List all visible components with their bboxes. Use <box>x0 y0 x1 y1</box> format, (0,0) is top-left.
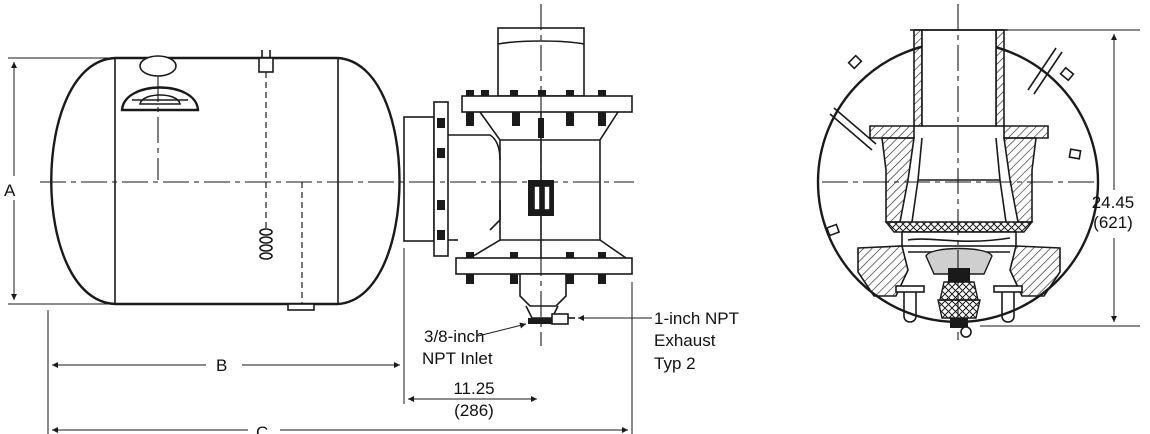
drain-fitting-icon <box>287 303 315 311</box>
flange-offset-value: 11.25 <box>453 379 494 398</box>
tank-side-view <box>50 50 401 311</box>
flange-offset-metric: (286) <box>454 401 494 420</box>
valve-section-view <box>816 29 1100 338</box>
exhaust-callout-line3: Typ 2 <box>654 354 696 373</box>
inlet-callout: 3/8-inch NPT Inlet <box>422 322 527 368</box>
dimension-b-label: B <box>216 356 227 375</box>
dimension-c-label: C <box>256 423 268 434</box>
tank-top-fitting-icon <box>258 50 274 73</box>
dimension-flange-offset: 11.25 (286) <box>408 379 537 420</box>
exhaust-callout-line2: Exhaust <box>654 331 716 350</box>
dimension-a-label: A <box>4 181 16 200</box>
sight-gauge-icon <box>259 228 273 260</box>
exhaust-callout-line1: 1-inch NPT <box>654 309 739 328</box>
inlet-callout-line1: 3/8-inch <box>424 327 484 346</box>
inlet-callout-line2: NPT Inlet <box>422 349 493 368</box>
valve-side-view <box>403 27 633 325</box>
lifting-lug-icon <box>120 55 200 112</box>
dimension-b: B <box>47 248 405 434</box>
dimension-height: 24.45 (621) <box>980 29 1140 327</box>
dimension-c: C <box>52 282 633 434</box>
height-metric: (621) <box>1093 213 1133 232</box>
dimension-a: A <box>4 57 112 305</box>
exhaust-callout: 1-inch NPT Exhaust Typ 2 <box>578 309 739 373</box>
height-value: 24.45 <box>1092 193 1135 212</box>
